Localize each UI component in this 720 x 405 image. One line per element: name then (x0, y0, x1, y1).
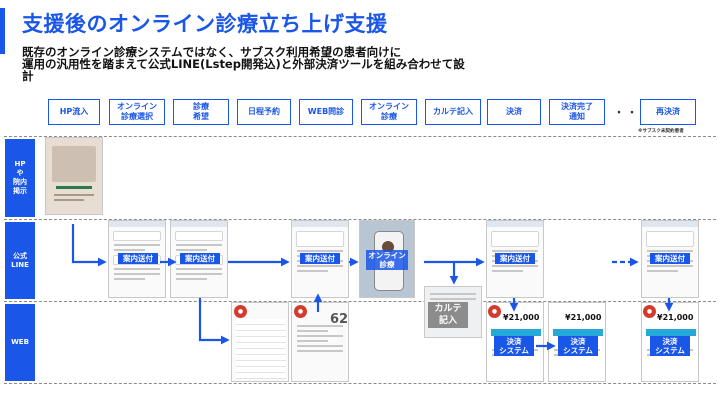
step-online-consult: オンライン 診療 (361, 99, 417, 125)
hp-page-thumbnail (45, 137, 103, 215)
step-web-questionnaire: WEB問診 (299, 99, 353, 125)
separator-line (4, 301, 716, 302)
step-online-select: オンライン 診療選択 (109, 99, 165, 125)
payment-system-tag: 決済 システム (494, 336, 534, 356)
step-consult-request: 診療 希望 (173, 99, 229, 125)
step-payment: 決済 (487, 99, 541, 125)
separator-line (4, 383, 716, 384)
score-value: 62 (330, 312, 349, 327)
arrow-hp-to-line (71, 224, 107, 267)
payment-system-tag: 決済 システム (650, 336, 690, 356)
payment-system-tag: 決済 システム (558, 336, 598, 356)
step-ellipsis: ・・・ (614, 108, 653, 119)
payment-amount: ¥21,000 (565, 313, 602, 322)
row-label-line: 公式 LINE (5, 222, 35, 299)
step-badge: ● (294, 305, 307, 318)
payment-amount: ¥21,000 (657, 313, 694, 322)
page-title: 支援後のオンライン診療立ち上げ支援 (22, 12, 388, 36)
separator-line (4, 219, 716, 220)
guide-sent-tag: 案内送付 (495, 253, 535, 264)
footnote: ※サブスク未契約患者 (638, 129, 684, 134)
online-consult-tag: オンライン 診療 (366, 250, 408, 270)
row-label-hp: HP や 院内 掲示 (5, 139, 35, 217)
separator-line (4, 136, 716, 137)
step-badge: ● (643, 305, 656, 318)
step-repayment: 再決済 (640, 99, 696, 125)
payment-amount: ¥21,000 (503, 313, 540, 322)
step-schedule: 日程予約 (237, 99, 291, 125)
step-hp-inflow: HP流入 (48, 99, 100, 125)
guide-sent-tag: 案内送付 (650, 253, 690, 264)
step-badge: ● (488, 305, 501, 318)
subtitle: 既存のオンライン診療システムではなく、サブスク利用希望の患者向けに 運用の汎用性… (22, 46, 582, 82)
guide-sent-tag: 案内送付 (180, 253, 220, 264)
row-label-web: WEB (5, 304, 35, 381)
subtitle-line-1: 既存のオンライン診療システムではなく、サブスク利用希望の患者向けに (22, 45, 402, 59)
guide-sent-tag: 案内送付 (118, 253, 158, 264)
step-chart-entry: カルテ記入 (425, 99, 481, 125)
chart-entry-tag: カルテ 記入 (428, 302, 468, 328)
subtitle-line-2: 運用の汎用性を踏まえて公式LINE(Lstep開発込)と外部決済ツールを組み合わ… (22, 57, 465, 71)
subtitle-line-3: 計 (22, 69, 34, 83)
step-badge: ● (234, 305, 247, 318)
arrow-line-to-schedule (198, 298, 230, 345)
guide-sent-tag: 案内送付 (300, 253, 340, 264)
title-accent-bar (0, 8, 5, 54)
line-chat-screenshot (170, 220, 228, 298)
step-payment-notice: 決済完了 通知 (549, 99, 605, 125)
